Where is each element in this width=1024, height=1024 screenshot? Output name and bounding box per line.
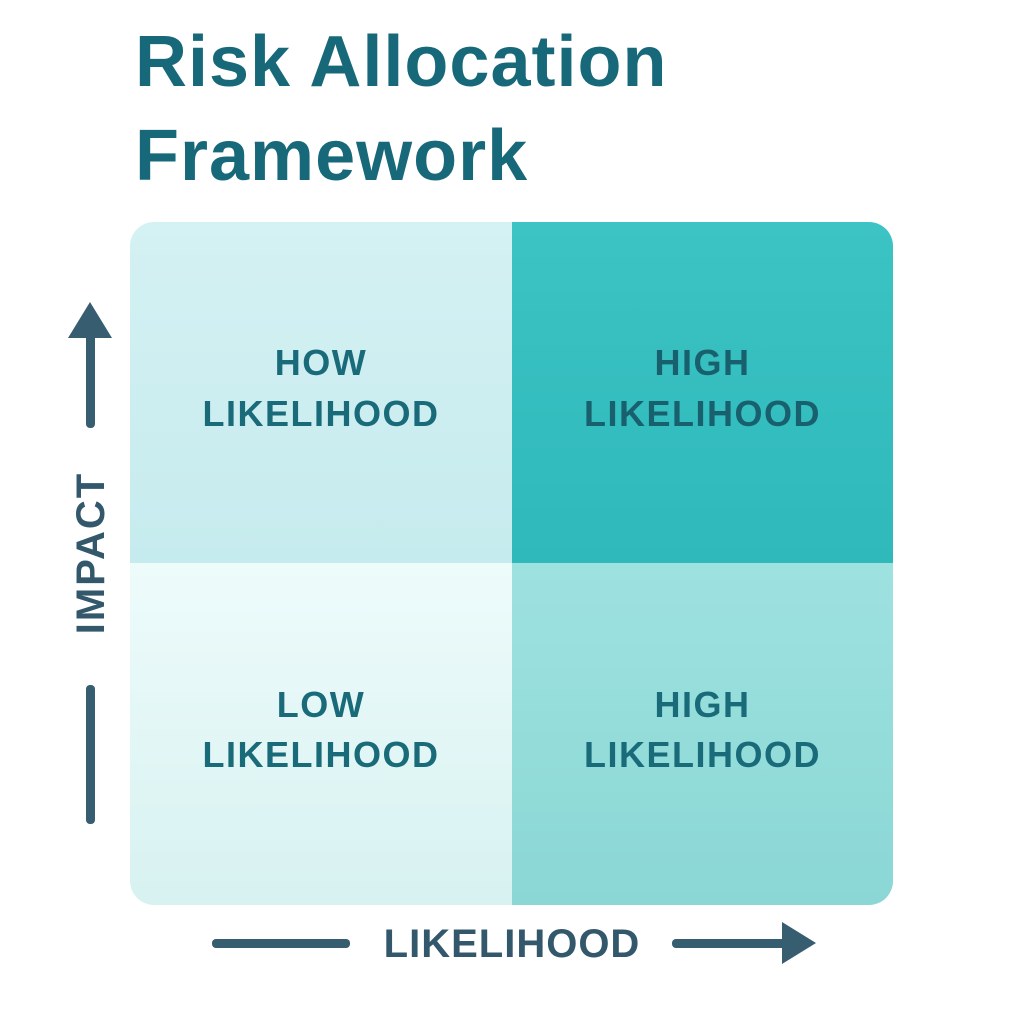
page-title-line-2: Framework [135,115,529,196]
likelihood-axis-right-line [672,939,788,948]
likelihood-axis-left-line [212,939,350,948]
quadrant-top-left-line-2: LIKELIHOOD [202,392,440,434]
quadrant-top-right-line-2: LIKELIHOOD [584,392,821,434]
likelihood-axis-arrow-right-icon [782,922,816,964]
likelihood-axis-label: LIKELIHOOD [383,922,641,966]
quadrant-top-left-line-1: HOW [274,342,368,384]
impact-axis-lower-line [86,685,95,824]
impact-axis-upper-line [86,332,95,428]
quadrant-bottom-right: HIGH LIKELIHOOD [512,563,893,905]
quadrant-bottom-right-line-2: LIKELIHOOD [584,734,821,775]
quadrant-top-right-line-1: HIGH [654,342,751,384]
page-title: Risk Allocation Framework [135,16,835,203]
risk-matrix: HOW LIKELIHOOD HIGH LIKELIHOOD LOW LIKEL… [130,222,893,905]
quadrant-bottom-left-line-1: LOW [276,683,366,725]
quadrant-bottom-left-line-2: LIKELIHOOD [202,734,440,775]
quadrant-top-right: HIGH LIKELIHOOD [512,222,893,563]
impact-axis-label: IMPACT [69,471,113,635]
quadrant-bottom-right-line-1: HIGH [654,683,751,725]
page-title-line-1: Risk Allocation [135,22,668,102]
quadrant-bottom-left: LOW LIKELIHOOD [130,563,512,905]
quadrant-top-left: HOW LIKELIHOOD [130,222,512,563]
